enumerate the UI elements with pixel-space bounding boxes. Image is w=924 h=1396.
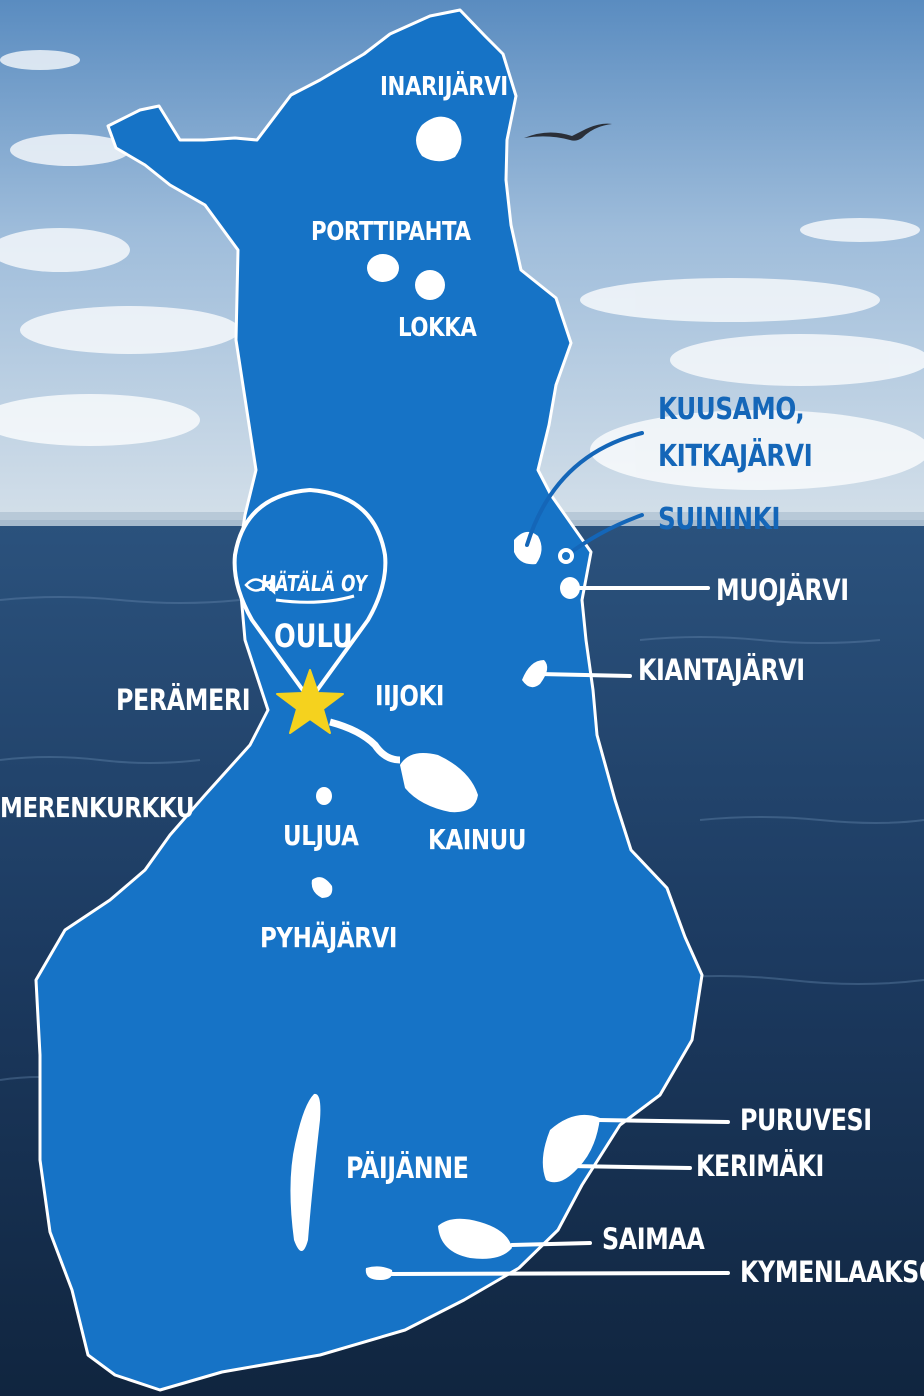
oulu-pin xyxy=(232,488,388,734)
lake-kuusamo xyxy=(514,531,542,565)
suininki-dot xyxy=(558,548,574,564)
lake-kainuu xyxy=(400,752,478,813)
label-puruvesi: PURUVESI xyxy=(740,1103,872,1137)
label-pyhajarvi: PYHÄJÄRVI xyxy=(260,921,398,954)
lake-puruvesi xyxy=(542,1114,600,1183)
lake-porttipahta xyxy=(367,254,399,282)
lakes xyxy=(290,116,600,1280)
fish-icon xyxy=(244,575,276,595)
lake-kiantajarvi xyxy=(522,660,548,688)
label-uljua: ULJUA xyxy=(283,819,359,852)
label-kymenlaakso: KYMENLAAKSO xyxy=(740,1255,924,1289)
label-kerimaki: KERIMÄKI xyxy=(696,1149,824,1183)
label-perameri: PERÄMERI xyxy=(116,683,251,717)
label-kuusamo-line1: KUUSAMO, xyxy=(658,392,805,427)
label-kuusamo-line2: KITKAJÄRVI xyxy=(658,439,813,474)
logo-text: HÄTÄLÄ OY xyxy=(259,572,369,597)
leader-kymenlaakso xyxy=(390,1271,730,1276)
label-lokka: LOKKA xyxy=(398,313,477,343)
label-saimaa: SAIMAA xyxy=(602,1222,705,1256)
clouds xyxy=(0,50,924,490)
lake-paijanne xyxy=(290,1093,321,1251)
label-merenkurkku: MERENKURKKU xyxy=(0,791,195,824)
finland-land xyxy=(34,8,704,1392)
logo-underline xyxy=(275,594,355,604)
label-suininki: SUININKI xyxy=(658,502,781,537)
label-inarijarvi: INARIJÄRVI xyxy=(380,72,508,102)
leader-kuusamo xyxy=(525,431,644,547)
lake-kymenlaakso xyxy=(365,1266,393,1280)
leader-suininki xyxy=(564,513,644,558)
seagull-icon xyxy=(524,123,612,141)
leader-kiantajarvi xyxy=(538,672,632,678)
label-porttipahta: PORTTIPAHTA xyxy=(311,217,471,247)
leader-kerimaki xyxy=(568,1164,692,1170)
leader-puruvesi xyxy=(596,1118,730,1124)
lake-iijoki-river xyxy=(329,718,401,764)
lake-muojarvi xyxy=(560,577,580,599)
label-kiantajarvi: KIANTAJÄRVI xyxy=(638,653,805,687)
label-paijanne: PÄIJÄNNE xyxy=(346,1151,469,1185)
lake-uljua xyxy=(316,787,332,805)
label-muojarvi: MUOJÄRVI xyxy=(716,573,849,607)
lake-pyhajarvi xyxy=(311,877,333,898)
lake-inarijarvi xyxy=(416,116,462,162)
label-kainuu: KAINUU xyxy=(428,823,527,856)
pin-shape xyxy=(232,488,388,702)
leader-lines xyxy=(390,431,730,1276)
leader-saimaa xyxy=(510,1241,592,1247)
label-iijoki: IIJOKI xyxy=(375,679,445,712)
lake-saimaa xyxy=(438,1218,512,1259)
lake-lokka xyxy=(415,270,445,300)
pin-city-label: OULU xyxy=(274,617,353,655)
star-icon xyxy=(276,669,344,734)
